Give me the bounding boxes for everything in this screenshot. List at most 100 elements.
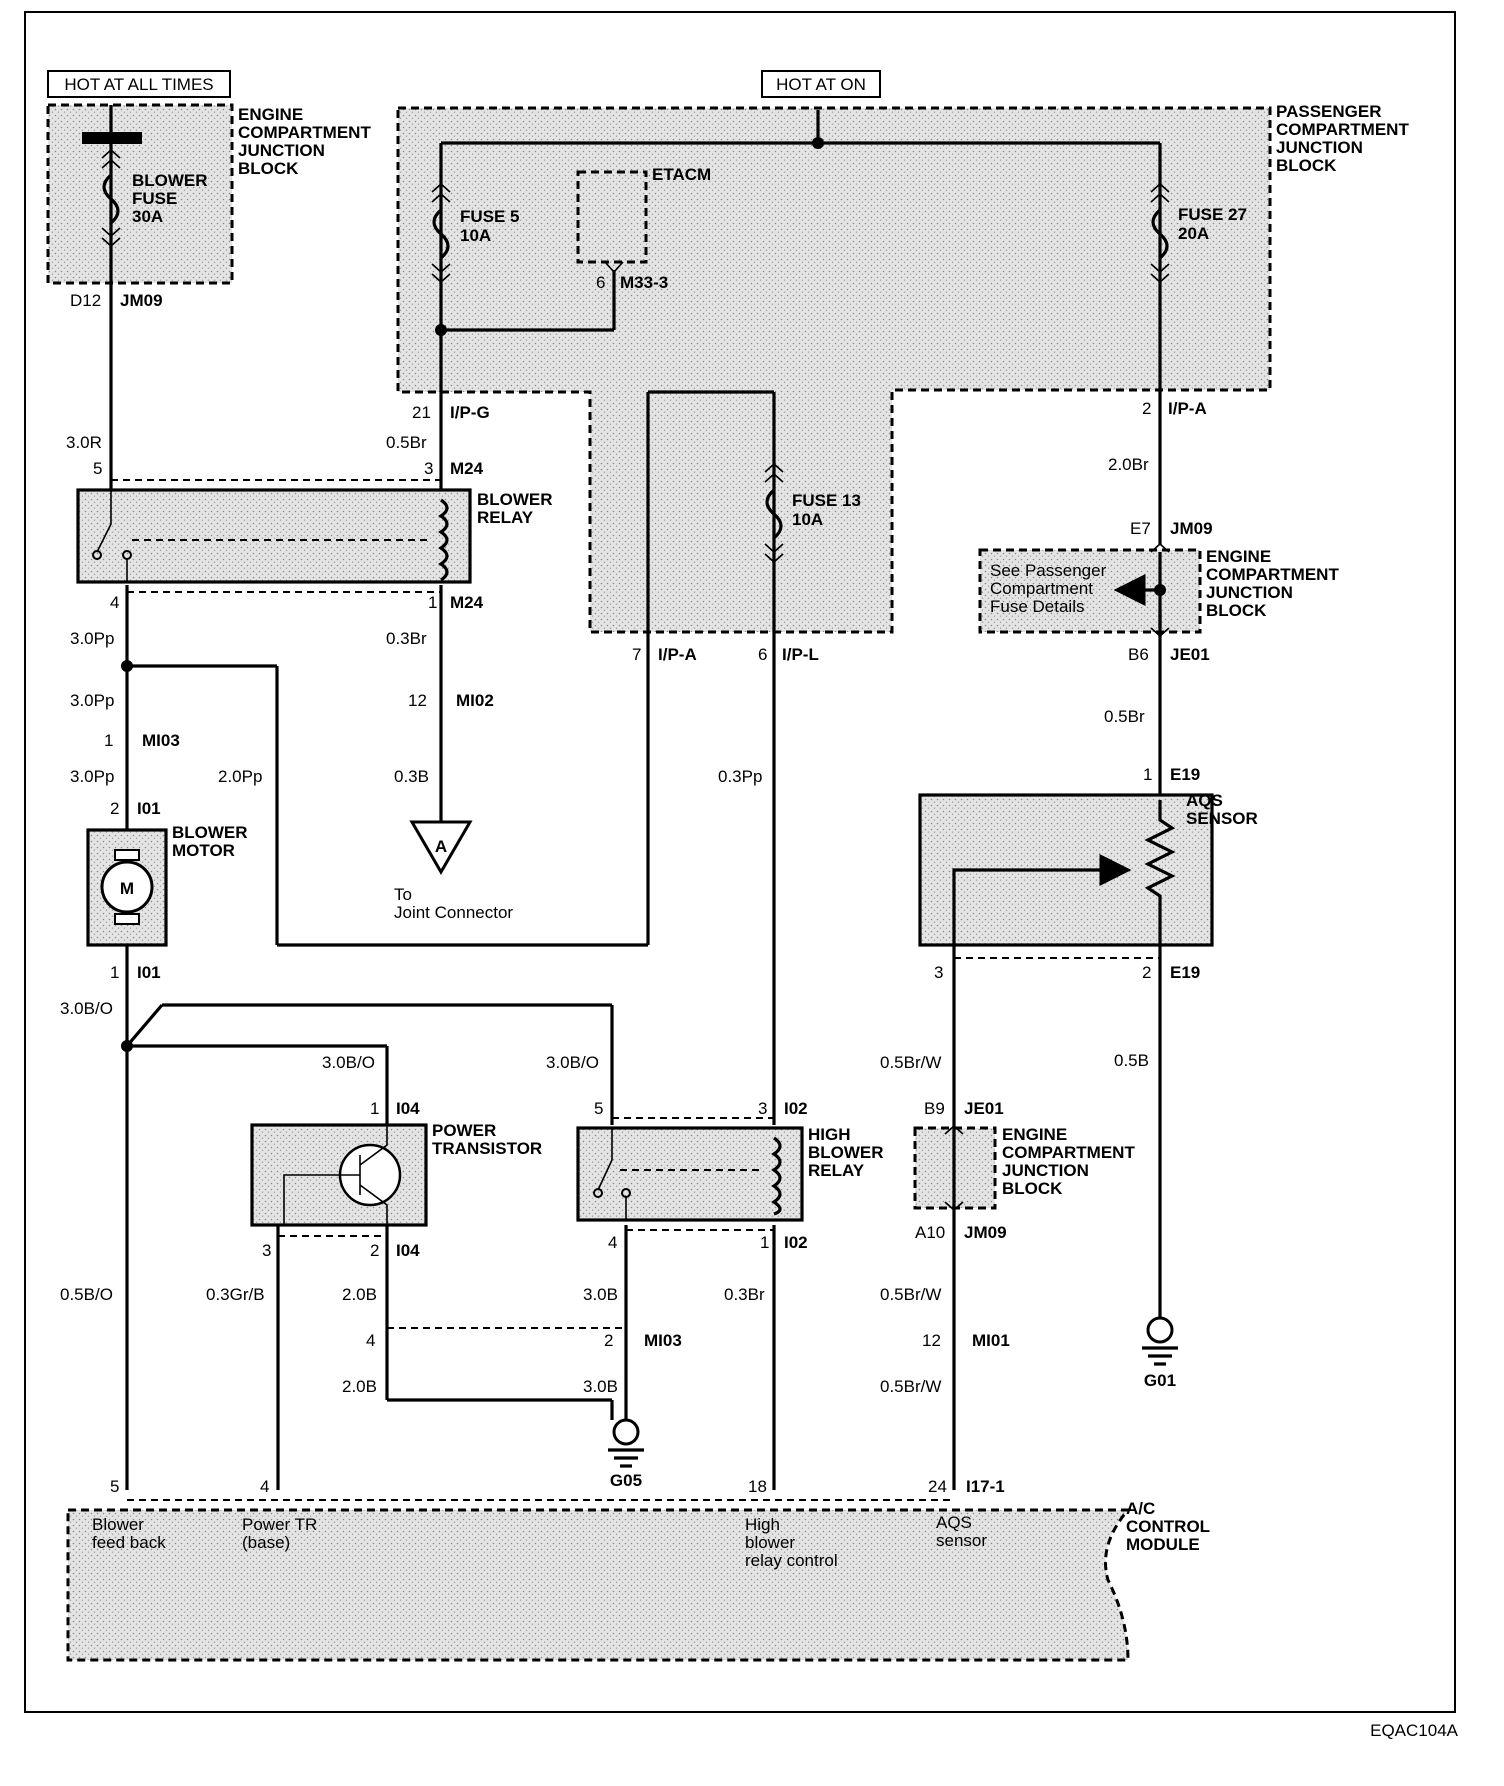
- conn-ipa-mid: I/P-A: [658, 645, 697, 664]
- pcjb-label-4: BLOCK: [1276, 156, 1337, 175]
- wire-20b-b: 2.0B: [342, 1377, 377, 1396]
- pin-6-m333: 6: [596, 273, 605, 292]
- pin-4-m24: 4: [110, 593, 119, 612]
- ecjb-top-label-4: BLOCK: [238, 159, 299, 178]
- module-pin-blower-feedback-1: Blower: [92, 1515, 144, 1534]
- high-blower-relay-label-3: RELAY: [808, 1161, 865, 1180]
- pcjb-label-1: PASSENGER: [1276, 102, 1382, 121]
- conn-i171: I17-1: [966, 1477, 1005, 1496]
- aqs-sensor-label-2: SENSOR: [1186, 809, 1258, 828]
- pin-2-i01: 2: [110, 799, 119, 818]
- conn-e19-a: E19: [1170, 765, 1200, 784]
- ac-control-module-label-2: CONTROL: [1126, 1517, 1210, 1536]
- fuse-27-label-2: 20A: [1178, 224, 1209, 243]
- conn-jm09-c: JM09: [964, 1223, 1007, 1242]
- wire-30r: 3.0R: [66, 433, 102, 452]
- pcjb-label-2: COMPARTMENT: [1276, 120, 1409, 139]
- conn-mi01: MI01: [972, 1331, 1010, 1350]
- wire-30pp-c: 3.0Pp: [70, 767, 114, 786]
- fuse-13-label-1: FUSE 13: [792, 491, 861, 510]
- diagram-id: EQAC104A: [1370, 1721, 1459, 1740]
- see-details-label-1: See Passenger: [990, 561, 1107, 580]
- pcjb-label-3: JUNCTION: [1276, 138, 1363, 157]
- blower-fuse-label-2: FUSE: [132, 189, 177, 208]
- fuse-27: [1150, 182, 1170, 284]
- module-pin-aqs-2: sensor: [936, 1531, 987, 1550]
- module-pin-power-tr-2: (base): [242, 1533, 290, 1552]
- joint-symbol-label: A: [435, 837, 447, 856]
- ecjb-low-label-3: JUNCTION: [1002, 1161, 1089, 1180]
- pin-5-mod: 5: [110, 1477, 119, 1496]
- pin-1-mi03: 1: [104, 731, 113, 750]
- wire-30pp-a: 3.0Pp: [70, 629, 114, 648]
- ecjb-mid-label-4: BLOCK: [1206, 601, 1267, 620]
- conn-jm09-b: JM09: [1170, 519, 1213, 538]
- pin-3-i04: 3: [262, 1241, 271, 1260]
- conn-ipg: I/P-G: [450, 403, 490, 422]
- joint-connector-label-1: To: [394, 885, 412, 904]
- pin-21: 21: [412, 403, 431, 422]
- ecjb-mid-label-1: ENGINE: [1206, 547, 1271, 566]
- ecjb-top-label-1: ENGINE: [238, 105, 303, 124]
- motor-label: M: [120, 879, 134, 898]
- pin-3-m24: 3: [424, 459, 433, 478]
- wire-03pp: 0.3Pp: [718, 767, 762, 786]
- etacm-label: ETACM: [652, 165, 711, 184]
- wire-05brw-b: 0.5Br/W: [880, 1285, 941, 1304]
- pin-2-ipa: 2: [1142, 399, 1151, 418]
- pin-4-mi03: 4: [366, 1331, 375, 1350]
- hot-at-on-box: [761, 70, 881, 98]
- connector-labels: D12 JM09 21 I/P-G 6 M33-3 2 I/P-A 5 3 M2…: [70, 273, 1213, 1496]
- power-transistor-label-1: POWER: [432, 1121, 496, 1140]
- wire-30b-b: 3.0B: [583, 1377, 618, 1396]
- ecjb-mid-label-3: JUNCTION: [1206, 583, 1293, 602]
- etacm-pin-arrow: [604, 261, 624, 274]
- pin-1-i02: 1: [760, 1233, 769, 1252]
- pin-a10: A10: [915, 1223, 945, 1242]
- ground-g05-label: G05: [610, 1471, 642, 1490]
- wire-20br: 2.0Br: [1108, 455, 1149, 474]
- see-details-label-2: Compartment: [990, 579, 1093, 598]
- ac-control-module-label-3: MODULE: [1126, 1535, 1200, 1554]
- blower-relay-label-1: BLOWER: [477, 490, 553, 509]
- blower-relay-label-2: RELAY: [477, 508, 534, 527]
- pin-1-e19: 1: [1143, 765, 1152, 784]
- conn-m24-a: M24: [450, 459, 484, 478]
- pin-1-i01: 1: [110, 963, 119, 982]
- pin-18-mod: 18: [748, 1477, 767, 1496]
- pin-b6: B6: [1128, 645, 1149, 664]
- module-pin-power-tr-1: Power TR: [242, 1515, 317, 1534]
- power-transistor-label-2: TRANSISTOR: [432, 1139, 542, 1158]
- conn-i04-a: I04: [396, 1099, 420, 1118]
- wire-30bo-a: 3.0B/O: [60, 999, 113, 1018]
- wire-03grb: 0.3Gr/B: [206, 1285, 265, 1304]
- pin-7: 7: [632, 645, 641, 664]
- conn-m333: M33-3: [620, 273, 668, 292]
- ac-control-module-label-1: A/C: [1126, 1499, 1155, 1518]
- pin-b9: B9: [924, 1099, 945, 1118]
- conn-i02-b: I02: [784, 1233, 808, 1252]
- see-details-label-3: Fuse Details: [990, 597, 1084, 616]
- pin-2-e19: 2: [1142, 963, 1151, 982]
- ecjb-low-label-2: COMPARTMENT: [1002, 1143, 1135, 1162]
- fuse-5-label-1: FUSE 5: [460, 207, 520, 226]
- ground-g05-symbol: [608, 1418, 644, 1468]
- fuse-5-label-2: 10A: [460, 226, 491, 245]
- wire-03br: 0.3Br: [386, 629, 427, 648]
- module-pin-aqs-1: AQS: [936, 1513, 972, 1532]
- module-pin-high-blower-1: High: [745, 1515, 780, 1534]
- blower-fuse: [82, 132, 142, 248]
- conn-jm09-a: JM09: [120, 291, 163, 310]
- hot-at-all-times-box: [47, 70, 231, 98]
- conn-mi03-b: MI03: [644, 1331, 682, 1350]
- conn-i01-a: I01: [137, 799, 161, 818]
- pin-1-m24: 1: [428, 593, 437, 612]
- wire-30pp-b: 3.0Pp: [70, 691, 114, 710]
- blower-fuse-label-1: BLOWER: [132, 171, 208, 190]
- ecjb-low-label-1: ENGINE: [1002, 1125, 1067, 1144]
- ecjb-mid-label-2: COMPARTMENT: [1206, 565, 1339, 584]
- high-blower-relay-label-1: HIGH: [808, 1125, 851, 1144]
- conn-e19-b: E19: [1170, 963, 1200, 982]
- blower-relay-box: [76, 488, 472, 584]
- pin-d12: D12: [70, 291, 101, 310]
